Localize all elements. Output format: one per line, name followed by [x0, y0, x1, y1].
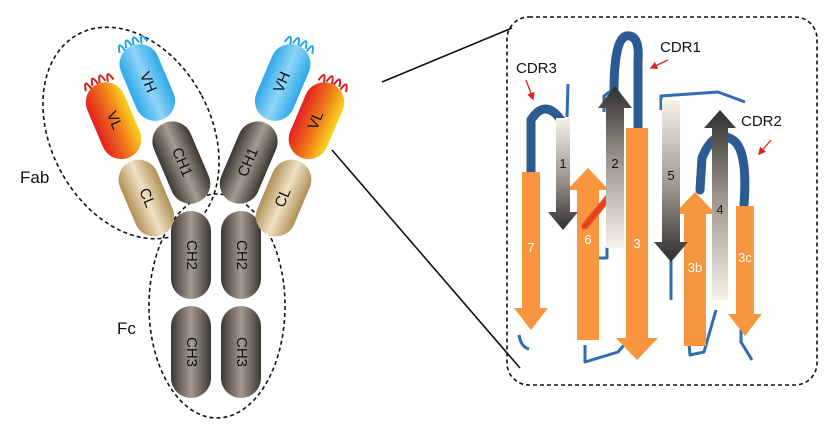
domain-detail-panel: 1 2 3 3b 3c 4 5 6 7 CDR1 CDR3 CDR2	[506, 16, 818, 386]
fab-label: Fab	[20, 168, 49, 187]
left-fab-arm: CL CH1 VL VH	[84, 34, 211, 237]
zoom-line-bottom	[331, 149, 521, 369]
strand-label-3: 3	[633, 236, 640, 251]
antibody-model: CH2 CH2 CH3 CH3 CL CH1	[20, 26, 348, 419]
fc-ch2-right-label: CH2	[233, 240, 250, 270]
left-cl-domain: CL	[118, 159, 175, 237]
fc-ch2-left-domain: CH2	[171, 211, 211, 299]
right-ch1-domain: CH1	[219, 121, 278, 204]
strand-7	[514, 172, 548, 330]
strand-label-1: 1	[559, 156, 566, 171]
strand-6	[567, 168, 609, 340]
fc-ch3-left-label: CH3	[183, 337, 200, 367]
left-vl-label: VL	[103, 109, 126, 133]
left-vh-domain: VH	[117, 34, 176, 121]
strand-label-3b: 3b	[688, 260, 702, 275]
fc-label: Fc	[117, 319, 136, 338]
right-vl-label: VL	[305, 109, 328, 133]
fc-ch3-right-label: CH3	[233, 337, 250, 367]
strand-3	[616, 128, 658, 360]
cdr1-arrow	[649, 59, 669, 69]
right-vh-cdr-loops	[283, 35, 314, 54]
cdr1-loop	[609, 31, 643, 133]
cdr3-label: CDR3	[516, 60, 557, 77]
strand-4	[704, 110, 736, 300]
strand-3c	[728, 206, 762, 336]
connecting-loops	[517, 83, 754, 364]
strand-label-3c: 3c	[738, 250, 752, 265]
orange-strands	[514, 128, 762, 360]
cdr2-arrow	[757, 139, 772, 156]
strand-label-2: 2	[611, 156, 618, 171]
cdr3-arrow	[525, 79, 535, 101]
fc-ch3-left-domain: CH3	[171, 306, 211, 398]
right-cl-domain: CL	[255, 159, 312, 237]
zoom-line-top	[381, 27, 513, 83]
right-vl-cdr-loops	[317, 73, 348, 93]
right-vl-domain: VL	[288, 73, 348, 160]
cdr1-label: CDR1	[660, 39, 701, 56]
strand-3b	[674, 192, 716, 346]
fc-ch2-left-label: CH2	[183, 240, 200, 270]
left-vh-label: VH	[136, 69, 160, 95]
fc-ch2-right-domain: CH2	[221, 211, 261, 299]
detail-frame	[506, 16, 818, 386]
strand-label-6: 6	[584, 232, 591, 247]
strand-label-7: 7	[527, 240, 534, 255]
strand-label-5: 5	[667, 168, 674, 183]
right-fab-arm: CH1 CL VH VL	[219, 35, 348, 237]
right-vh-label: VH	[270, 69, 294, 95]
strand-2	[598, 86, 632, 248]
left-vl-cdr-loops	[84, 73, 115, 92]
strand-label-4: 4	[716, 202, 723, 217]
left-vh-cdr-loops	[117, 34, 149, 54]
fc-region-outline	[148, 193, 286, 419]
strand-1	[548, 118, 578, 230]
left-ch1-domain: CH1	[152, 121, 211, 204]
fc-ch3-right-domain: CH3	[221, 306, 261, 398]
left-vl-domain: VL	[84, 73, 142, 160]
cdr2-loop	[695, 132, 750, 210]
right-cl-label: CL	[272, 186, 295, 210]
cdr2-label: CDR2	[741, 113, 782, 130]
strand-5	[654, 100, 688, 262]
right-vh-domain: VH	[254, 35, 314, 121]
left-cl-label: CL	[135, 186, 158, 210]
fab-region-outline	[42, 26, 220, 240]
domain-disulfide	[581, 194, 612, 230]
